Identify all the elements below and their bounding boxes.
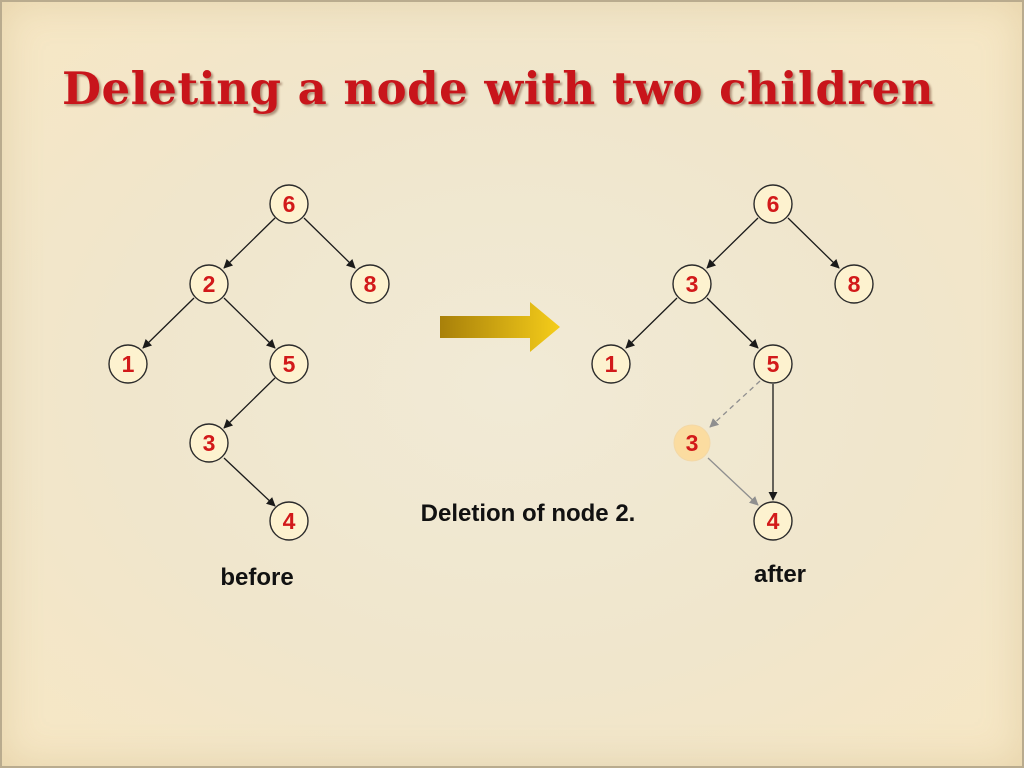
svg-text:3: 3 bbox=[686, 271, 699, 297]
edge-5-3-dashed bbox=[709, 380, 761, 428]
svg-text:6: 6 bbox=[283, 191, 296, 217]
tree-node: 3 bbox=[672, 264, 712, 304]
removed-node: 3 bbox=[673, 424, 711, 462]
tree-node: 1 bbox=[108, 344, 148, 384]
edge-3-4-faded bbox=[707, 457, 759, 506]
svg-text:3: 3 bbox=[203, 430, 216, 456]
edge-6-8 bbox=[787, 217, 840, 269]
edge-3-5 bbox=[706, 297, 759, 349]
after-caption: after bbox=[754, 561, 806, 588]
svg-text:8: 8 bbox=[364, 271, 377, 297]
tree-node: 2 bbox=[189, 264, 229, 304]
edge-2-5 bbox=[223, 297, 276, 349]
edge-6-2 bbox=[223, 217, 276, 269]
tree-node: 3 bbox=[189, 423, 229, 463]
edge-3-4 bbox=[223, 457, 276, 507]
svg-text:3: 3 bbox=[686, 430, 699, 456]
tree-node: 4 bbox=[753, 501, 793, 541]
edge-2-1 bbox=[142, 297, 195, 349]
edge-3-1 bbox=[625, 297, 678, 349]
tree-node: 1 bbox=[591, 344, 631, 384]
svg-text:1: 1 bbox=[605, 351, 618, 377]
deletion-description: Deletion of node 2. bbox=[421, 500, 636, 527]
edge-6-8 bbox=[303, 217, 356, 269]
tree-node: 6 bbox=[269, 184, 309, 224]
after-tree: 6 3 8 1 5 3 4 after bbox=[591, 184, 874, 588]
tree-node: 4 bbox=[269, 501, 309, 541]
tree-node: 5 bbox=[269, 344, 309, 384]
svg-text:2: 2 bbox=[203, 271, 216, 297]
svg-text:1: 1 bbox=[122, 351, 135, 377]
edge-6-3 bbox=[706, 217, 759, 269]
tree-node: 8 bbox=[350, 264, 390, 304]
svg-text:5: 5 bbox=[283, 351, 296, 377]
tree-node: 5 bbox=[753, 344, 793, 384]
svg-text:4: 4 bbox=[283, 508, 296, 534]
tree-node: 8 bbox=[834, 264, 874, 304]
transition-arrow-icon bbox=[440, 302, 560, 352]
tree-node: 6 bbox=[753, 184, 793, 224]
before-caption: before bbox=[220, 564, 293, 591]
svg-text:4: 4 bbox=[767, 508, 780, 534]
before-tree: 6 2 8 1 5 3 4 before bbox=[108, 184, 390, 591]
svg-text:5: 5 bbox=[767, 351, 780, 377]
slide-title: Deleting a node with two children bbox=[62, 62, 934, 115]
edge-5-3 bbox=[223, 377, 276, 429]
svg-text:6: 6 bbox=[767, 191, 780, 217]
svg-text:8: 8 bbox=[848, 271, 861, 297]
